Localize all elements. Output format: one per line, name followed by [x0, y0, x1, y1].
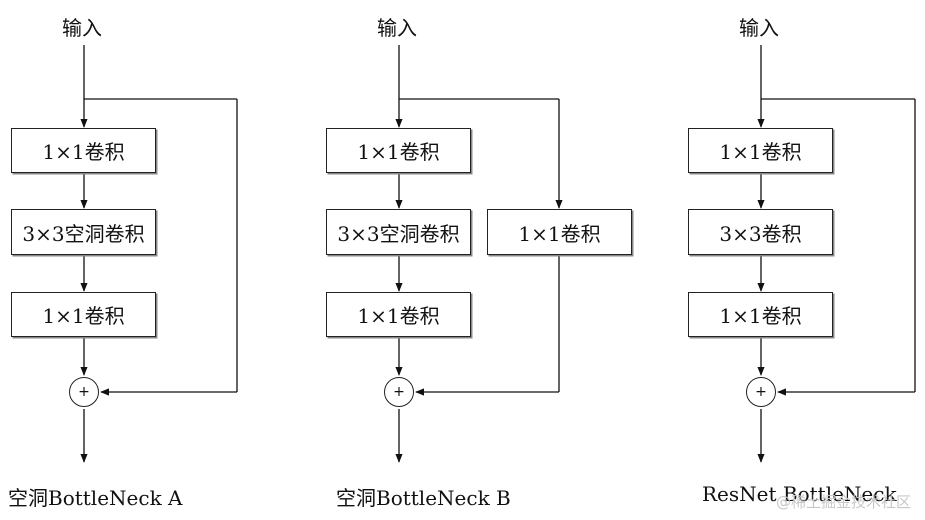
conv1x1-box-b-top: 1×1卷积	[326, 128, 471, 173]
caption-c: ResNet BottleNeck	[702, 482, 897, 506]
input-label-b: 输入	[377, 16, 417, 40]
input-label-a: 输入	[62, 16, 102, 40]
add-node-c: +	[746, 377, 776, 407]
conv3x3-box-c: 3×3卷积	[688, 209, 833, 255]
add-node-b: +	[384, 377, 414, 407]
dilated-conv3x3-box-b: 3×3空洞卷积	[326, 209, 471, 255]
input-label-c: 输入	[739, 16, 779, 40]
caption-a: 空洞BottleNeck A	[8, 486, 183, 510]
shortcut-conv1x1-box-b: 1×1卷积	[487, 209, 632, 255]
caption-b: 空洞BottleNeck B	[336, 486, 511, 510]
conv1x1-box-c-bottom: 1×1卷积	[688, 292, 833, 337]
dilated-conv3x3-box-a: 3×3空洞卷积	[11, 209, 156, 255]
conv1x1-box-c-top: 1×1卷积	[688, 128, 833, 173]
conv1x1-box-a-top: 1×1卷积	[11, 128, 156, 173]
watermark: @稀土掘金技术社区	[775, 493, 911, 511]
add-node-a: +	[69, 377, 99, 407]
conv1x1-box-b-bottom: 1×1卷积	[326, 292, 471, 337]
conv1x1-box-a-bottom: 1×1卷积	[11, 292, 156, 337]
